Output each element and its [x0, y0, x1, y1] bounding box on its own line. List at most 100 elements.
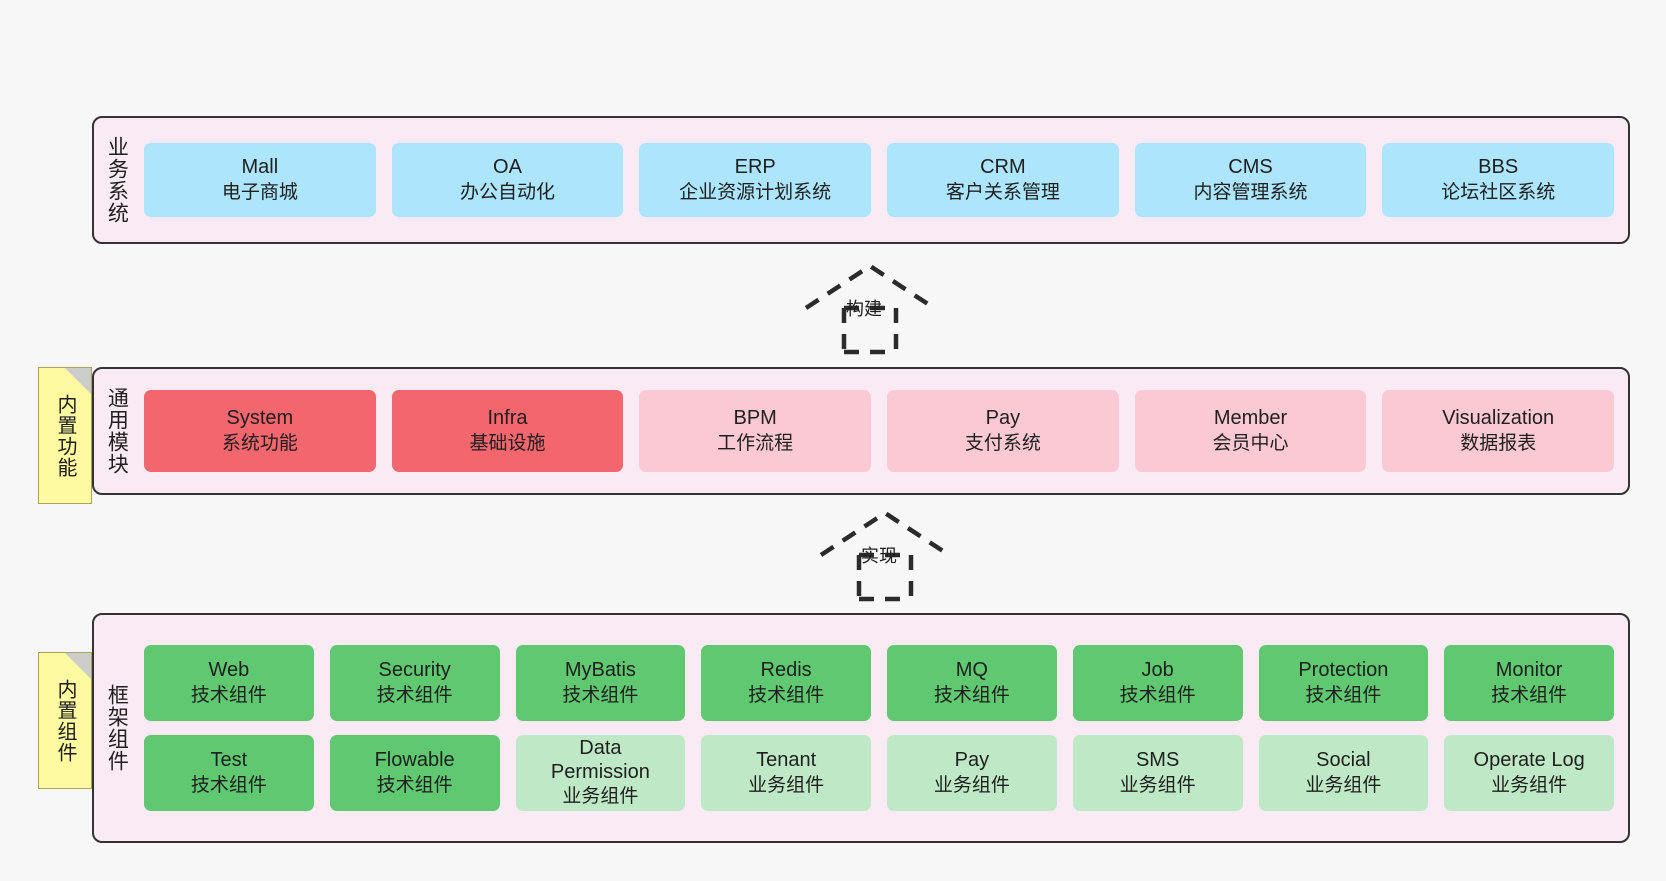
card-system[interactable]: System 系统功能: [144, 390, 376, 472]
card-cms[interactable]: CMS 内容管理系统: [1134, 143, 1367, 217]
card-data-permission[interactable]: Data Permission 业务组件: [515, 735, 686, 811]
card-subtitle: 客户关系管理: [945, 181, 1060, 203]
card-title: Pay: [985, 407, 1021, 430]
build-arrow-stem: [841, 308, 899, 355]
card-subtitle: 技术组件: [562, 684, 639, 706]
card-title: Flowable: [374, 749, 455, 772]
note-builtin-components: 内置组件: [38, 652, 92, 789]
card-subtitle: 技术组件: [933, 684, 1010, 706]
card-subtitle: 支付系统: [964, 432, 1041, 454]
card-title: BBS: [1478, 156, 1519, 179]
card-title: Redis: [760, 659, 812, 682]
card-subtitle: 系统功能: [221, 432, 298, 454]
card-title: Web: [208, 659, 250, 682]
card-subtitle: 技术组件: [190, 774, 267, 796]
layer-body-business-systems: Mall 电子商城 OA 办公自动化 ERP 企业资源计划系统 CRM 客户关系…: [138, 118, 1628, 242]
card-operate-log[interactable]: Operate Log 业务组件: [1444, 735, 1614, 811]
card-flowable[interactable]: Flowable 技术组件: [329, 735, 500, 811]
card-title: Monitor: [1495, 659, 1563, 682]
card-title: Social: [1316, 749, 1371, 772]
card-job[interactable]: Job 技术组件: [1072, 645, 1243, 721]
card-oa[interactable]: OA 办公自动化: [391, 143, 624, 217]
note-fold-icon: [65, 653, 91, 679]
layer-common-modules: 通用模块 System 系统功能 Infra 基础设施 BPM 工作流程 Pay…: [92, 367, 1630, 495]
card-social[interactable]: Social 业务组件: [1258, 735, 1429, 811]
card-bbs[interactable]: BBS 论坛社区系统: [1382, 143, 1615, 217]
card-subtitle: 业务组件: [1491, 774, 1568, 796]
card-subtitle: 基础设施: [469, 432, 546, 454]
note-fold-icon: [65, 368, 91, 394]
card-title: Tenant: [756, 749, 817, 772]
card-subtitle: 工作流程: [717, 432, 794, 454]
layer-title-framework-components: 框架组件: [105, 684, 129, 772]
connector-implement: 实现: [815, 509, 955, 602]
card-subtitle: 企业资源计划系统: [679, 181, 832, 203]
layer-body-common-modules: System 系统功能 Infra 基础设施 BPM 工作流程 Pay 支付系统…: [138, 369, 1628, 493]
card-bpm[interactable]: BPM 工作流程: [639, 390, 872, 472]
card-subtitle: 数据报表: [1460, 432, 1537, 454]
card-test[interactable]: Test 技术组件: [144, 735, 314, 811]
card-visualization[interactable]: Visualization 数据报表: [1382, 390, 1615, 472]
card-subtitle: 论坛社区系统: [1441, 181, 1556, 203]
card-subtitle: 技术组件: [1305, 684, 1382, 706]
card-mybatis[interactable]: MyBatis 技术组件: [515, 645, 686, 721]
card-subtitle: 技术组件: [376, 684, 453, 706]
card-title: SMS: [1135, 749, 1180, 772]
card-pay-component[interactable]: Pay 业务组件: [887, 735, 1057, 811]
card-subtitle: 业务组件: [562, 785, 639, 807]
implement-arrow-stem: [856, 555, 914, 602]
connector-build: 构建: [800, 262, 940, 355]
card-member[interactable]: Member 会员中心: [1134, 390, 1367, 472]
framework-row-business: Test 技术组件 Flowable 技术组件 Data Permission …: [144, 735, 1614, 811]
card-security[interactable]: Security 技术组件: [329, 645, 500, 721]
card-subtitle: 技术组件: [190, 684, 267, 706]
card-mq[interactable]: MQ 技术组件: [887, 645, 1057, 721]
note-label: 内置组件: [54, 678, 76, 763]
card-pay[interactable]: Pay 支付系统: [887, 390, 1119, 472]
note-builtin-features: 内置功能: [38, 367, 92, 504]
card-title: Visualization: [1442, 407, 1555, 430]
card-title: Pay: [954, 749, 990, 772]
card-title: CMS: [1228, 156, 1273, 179]
card-title: Security: [378, 659, 451, 682]
card-monitor[interactable]: Monitor 技术组件: [1444, 645, 1614, 721]
card-title: Test: [210, 749, 248, 772]
card-title: ERP: [734, 156, 776, 179]
layer-business-systems: 业务系统 Mall 电子商城 OA 办公自动化 ERP 企业资源计划系统 CRM…: [92, 116, 1630, 244]
card-infra[interactable]: Infra 基础设施: [391, 390, 624, 472]
card-title: MQ: [955, 659, 988, 682]
card-redis[interactable]: Redis 技术组件: [701, 645, 871, 721]
framework-row-tech: Web 技术组件 Security 技术组件 MyBatis 技术组件 Redi…: [144, 645, 1614, 721]
card-title: Data Permission: [550, 737, 650, 784]
layer-title-business-systems: 业务系统: [105, 136, 129, 224]
connector-implement-label: 实现: [861, 546, 897, 566]
card-crm[interactable]: CRM 客户关系管理: [887, 143, 1119, 217]
card-title: System: [226, 407, 294, 430]
card-web[interactable]: Web 技术组件: [144, 645, 314, 721]
card-title: Protection: [1298, 659, 1389, 682]
connector-build-label: 构建: [846, 299, 882, 319]
card-subtitle: 业务组件: [933, 774, 1010, 796]
card-title: Member: [1213, 407, 1288, 430]
card-subtitle: 技术组件: [1119, 684, 1196, 706]
card-protection[interactable]: Protection 技术组件: [1258, 645, 1429, 721]
card-erp[interactable]: ERP 企业资源计划系统: [639, 143, 872, 217]
note-label: 内置功能: [54, 393, 76, 478]
card-subtitle: 技术组件: [376, 774, 453, 796]
card-title: OA: [493, 156, 522, 179]
card-title: Operate Log: [1473, 749, 1585, 772]
card-subtitle: 内容管理系统: [1193, 181, 1308, 203]
layer-body-framework-components: Web 技术组件 Security 技术组件 MyBatis 技术组件 Redi…: [138, 615, 1628, 841]
layer-title-common-modules: 通用模块: [105, 387, 129, 475]
card-title: Job: [1141, 659, 1174, 682]
card-subtitle: 会员中心: [1212, 432, 1289, 454]
card-title: BPM: [733, 407, 777, 430]
card-tenant[interactable]: Tenant 业务组件: [701, 735, 871, 811]
card-subtitle: 电子商城: [221, 181, 298, 203]
layer-framework-components: 框架组件 Web 技术组件 Security 技术组件 MyBatis 技术组件…: [92, 613, 1630, 843]
card-subtitle: 业务组件: [748, 774, 825, 796]
card-mall[interactable]: Mall 电子商城: [144, 143, 376, 217]
card-subtitle: 技术组件: [1491, 684, 1568, 706]
card-sms[interactable]: SMS 业务组件: [1072, 735, 1243, 811]
